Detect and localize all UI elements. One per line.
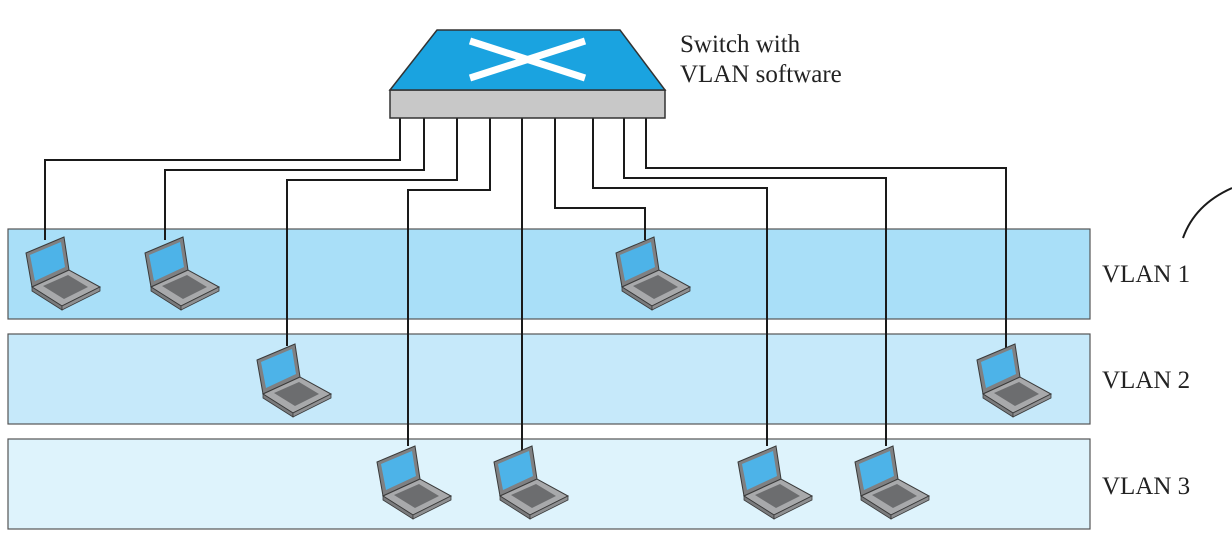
vlan-2-band bbox=[7, 333, 1091, 425]
switch-label: Switch with VLAN software bbox=[680, 30, 842, 90]
cable bbox=[286, 118, 458, 346]
cable bbox=[164, 118, 425, 240]
cable bbox=[44, 118, 401, 240]
switch-icon bbox=[388, 29, 667, 119]
switch-label-line2: VLAN software bbox=[680, 61, 842, 88]
cables bbox=[44, 118, 1007, 451]
cable bbox=[592, 118, 768, 446]
vlan-1-label: VLAN 1 bbox=[1102, 261, 1191, 288]
cable bbox=[554, 118, 646, 240]
cable bbox=[645, 118, 1007, 352]
vlan-3-band bbox=[7, 438, 1091, 530]
vlan-2-label: VLAN 2 bbox=[1102, 367, 1191, 394]
cable bbox=[623, 118, 887, 446]
vlan-3-label: VLAN 3 bbox=[1102, 473, 1191, 500]
switch-label-line1: Switch with bbox=[680, 31, 801, 58]
cable bbox=[407, 118, 491, 446]
edge-curve bbox=[1182, 187, 1232, 239]
